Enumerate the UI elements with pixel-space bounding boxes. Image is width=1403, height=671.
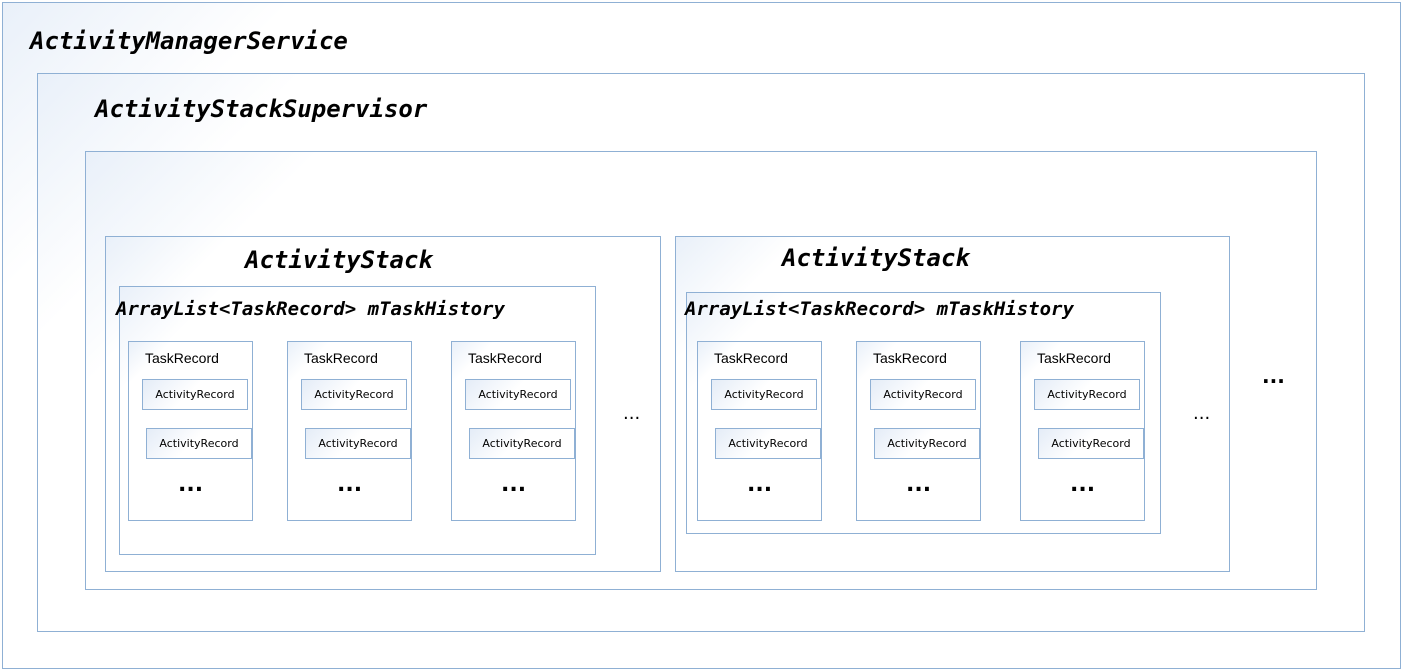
task-record: TaskRecord ActivityRecord ActivityRecord… (1020, 341, 1145, 521)
task-record-label: TaskRecord (714, 350, 788, 366)
task-record-label: TaskRecord (468, 350, 542, 366)
activity-record: ActivityRecord (301, 379, 407, 410)
activity-record: ActivityRecord (146, 428, 252, 459)
activity-record: ActivityRecord (142, 379, 248, 410)
activity-record-ellipsis: ... (178, 472, 204, 497)
task-record: TaskRecord ActivityRecord ActivityRecord… (856, 341, 981, 521)
activity-record: ActivityRecord (874, 428, 980, 459)
activity-record-ellipsis: ... (906, 472, 932, 497)
activity-record: ActivityRecord (870, 379, 976, 410)
task-record-label: TaskRecord (304, 350, 378, 366)
more-stacks-ellipsis: ... (1262, 364, 1285, 388)
more-tasks-ellipsis: ... (623, 403, 641, 424)
activity-record: ActivityRecord (711, 379, 817, 410)
task-record-label: TaskRecord (145, 350, 219, 366)
activity-record-ellipsis: ... (1070, 472, 1096, 497)
activity-record-ellipsis: ... (337, 472, 363, 497)
task-history-label: ArrayList<TaskRecord> mTaskHistory (685, 298, 1074, 320)
activity-record: ActivityRecord (715, 428, 821, 459)
activity-record: ActivityRecord (1034, 379, 1140, 410)
task-record-label: TaskRecord (873, 350, 947, 366)
task-record: TaskRecord ActivityRecord ActivityRecord… (128, 341, 253, 521)
activity-record: ActivityRecord (305, 428, 411, 459)
more-tasks-ellipsis: ... (1193, 403, 1211, 424)
activity-stack-label: ActivityStack (782, 244, 970, 272)
task-record: TaskRecord ActivityRecord ActivityRecord… (451, 341, 576, 521)
activity-record: ActivityRecord (465, 379, 571, 410)
task-history-label: ArrayList<TaskRecord> mTaskHistory (116, 298, 505, 320)
activity-record-ellipsis: ... (747, 472, 773, 497)
activity-record-ellipsis: ... (501, 472, 527, 497)
activity-stack-label: ActivityStack (245, 246, 433, 274)
activity-record: ActivityRecord (1038, 428, 1144, 459)
task-record: TaskRecord ActivityRecord ActivityRecord… (697, 341, 822, 521)
task-record-label: TaskRecord (1037, 350, 1111, 366)
activity-manager-service-label: ActivityManagerService (30, 27, 348, 55)
activity-record: ActivityRecord (469, 428, 575, 459)
task-record: TaskRecord ActivityRecord ActivityRecord… (287, 341, 412, 521)
activity-stack-supervisor-label: ActivityStackSupervisor (95, 95, 428, 123)
